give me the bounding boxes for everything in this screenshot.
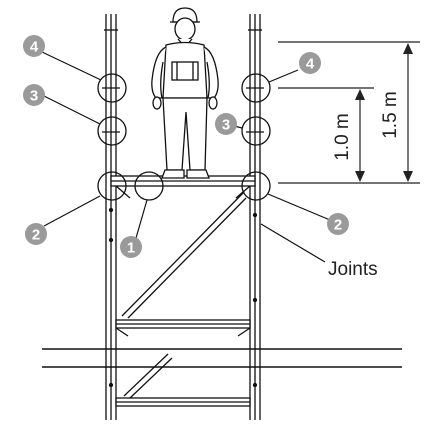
leader-lines (41, 51, 331, 263)
marker-4-left: 4 (23, 35, 45, 57)
joint-circle-right-mid (241, 116, 271, 146)
svg-text:2: 2 (32, 227, 40, 244)
svg-text:1: 1 (127, 240, 135, 257)
joint-circle-left-deck (97, 171, 127, 201)
dimension-outer-label: 1.5 m (380, 91, 401, 139)
ground-lines (42, 348, 402, 368)
marker-4-right: 4 (299, 52, 321, 74)
scaffold-frame (102, 14, 264, 420)
marker-3-left: 3 (23, 84, 45, 106)
joint-circle-left-top (97, 73, 127, 103)
marker-1: 1 (120, 236, 142, 258)
svg-text:3: 3 (30, 88, 38, 105)
marker-2-left: 2 (25, 223, 47, 245)
joint-circle-deck (134, 171, 164, 201)
dimension-inner-label: 1.0 m (332, 113, 353, 161)
svg-text:2: 2 (334, 217, 342, 234)
worker-figure (151, 7, 219, 179)
marker-2-right: 2 (327, 213, 349, 235)
svg-text:4: 4 (306, 56, 315, 73)
svg-text:4: 4 (30, 39, 39, 56)
joint-circles (97, 73, 271, 201)
joints-label: Joints (328, 259, 378, 280)
joint-circle-right-deck (241, 171, 271, 201)
joint-circle-left-mid (97, 116, 127, 146)
marker-3-right: 3 (215, 113, 237, 135)
joint-circle-right-top (241, 73, 271, 103)
dimension-lines (278, 41, 420, 184)
svg-text:3: 3 (222, 117, 230, 134)
